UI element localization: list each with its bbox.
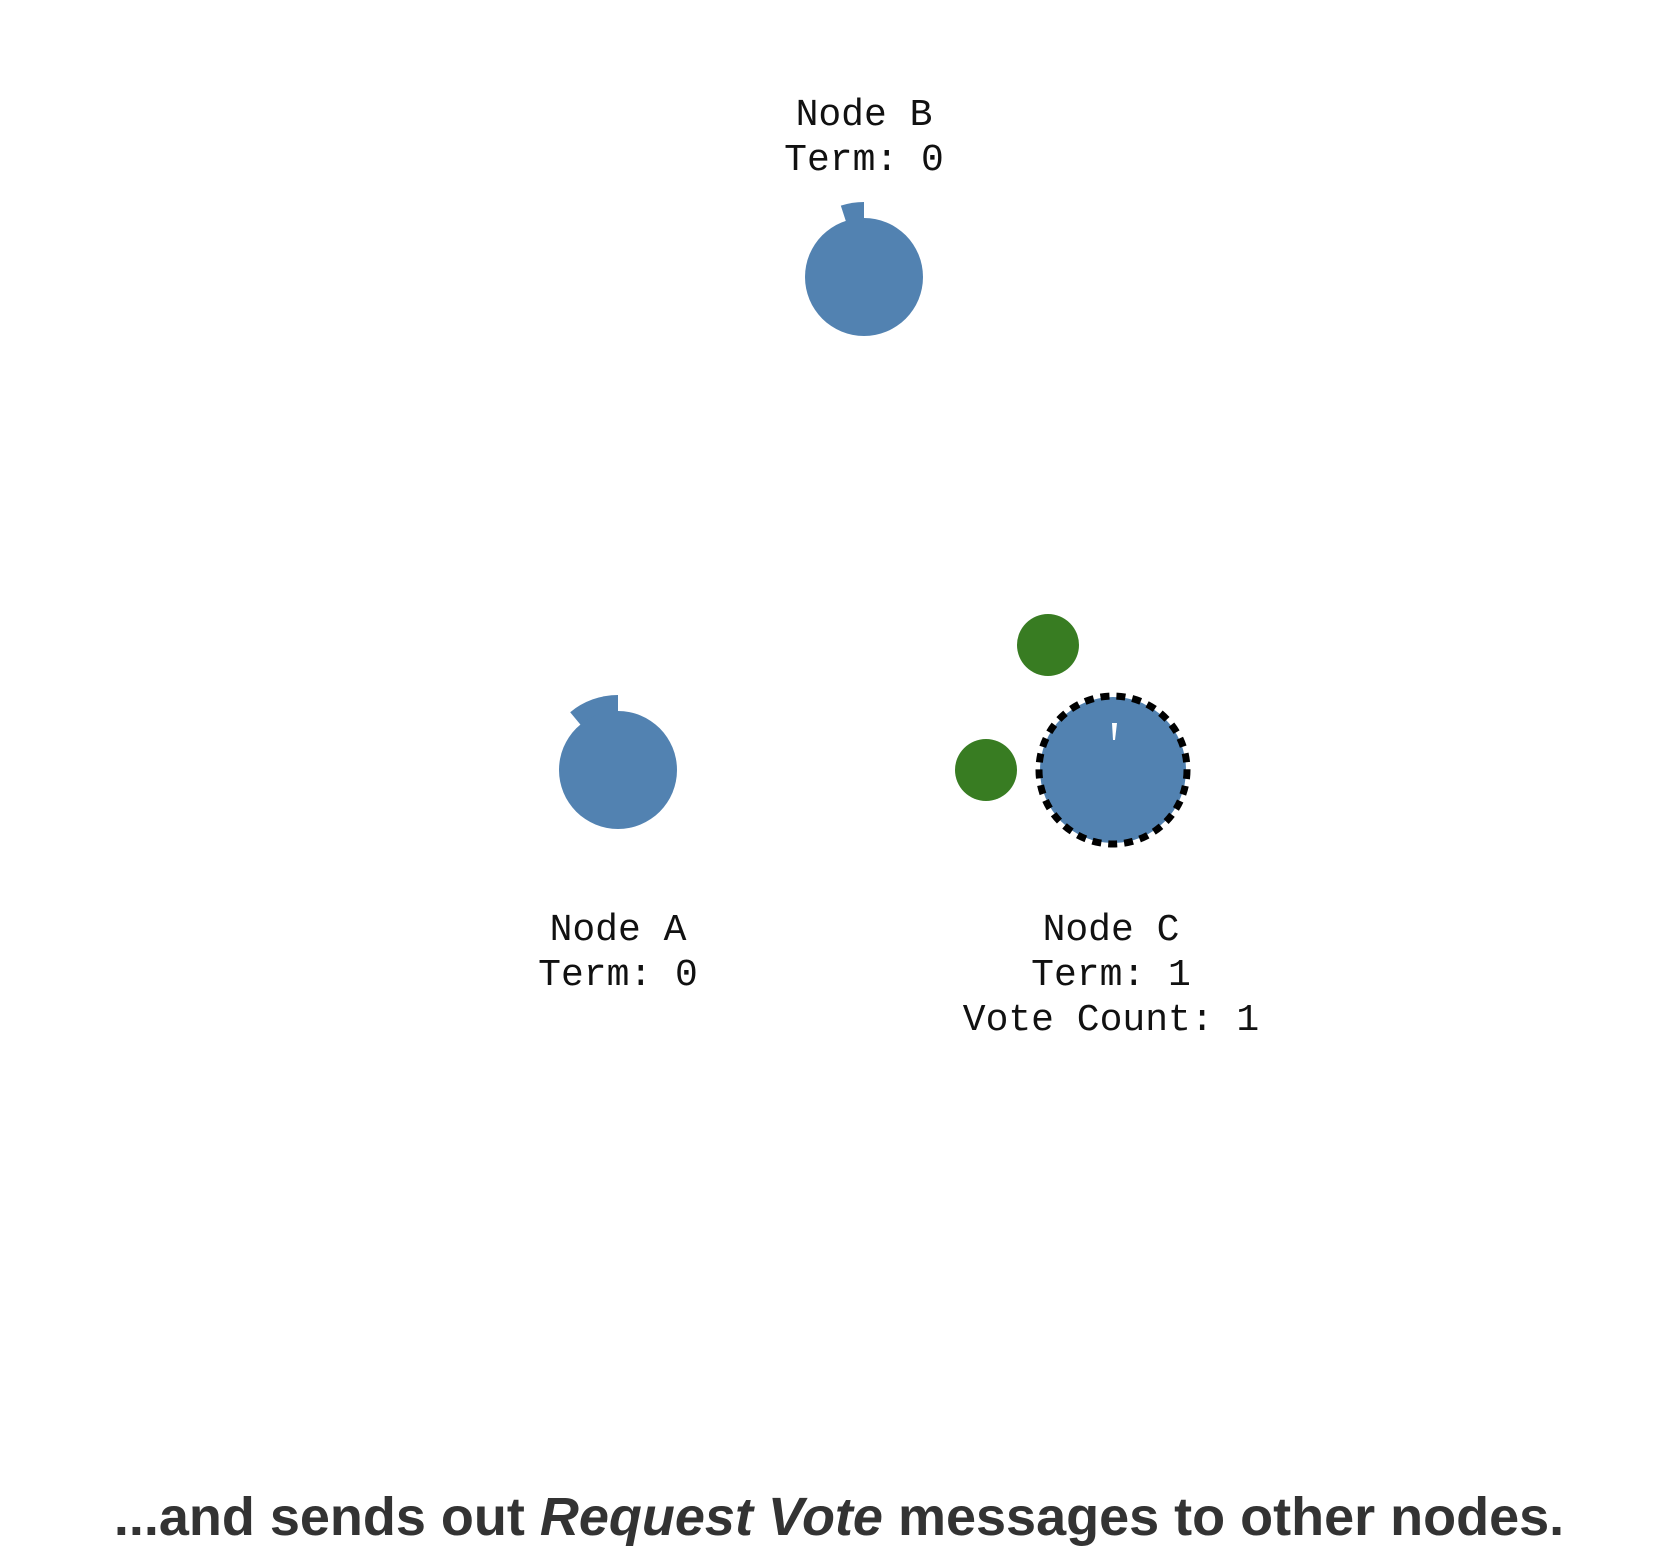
caption-after: messages to other nodes.	[882, 1487, 1565, 1547]
caption-before: ...and sends out	[113, 1487, 540, 1547]
node-c: Node C Term: 1 Vote Count: 1	[963, 692, 1259, 1042]
node-b-term: Term: 0	[784, 139, 944, 182]
node-a-name: Node A	[550, 909, 687, 952]
caption-emphasis: Request Vote	[539, 1487, 883, 1547]
request-vote-message-to-b	[1017, 614, 1079, 676]
node-a: Node A Term: 0	[538, 695, 698, 997]
node-c-candidate-ring	[1035, 692, 1191, 848]
node-b: Node B Term: 0	[784, 94, 944, 336]
node-a-term: Term: 0	[538, 954, 698, 997]
node-c-circle	[1040, 697, 1186, 843]
node-c-vote-count: Vote Count: 1	[963, 999, 1259, 1042]
node-b-name: Node B	[796, 94, 933, 137]
request-vote-message-to-a	[955, 739, 1017, 801]
node-c-timer-tick	[1112, 723, 1117, 740]
node-a-circle	[559, 711, 677, 829]
node-b-circle	[805, 218, 923, 336]
node-c-term: Term: 1	[1031, 954, 1191, 997]
step-caption: ...and sends out Request Vote messages t…	[0, 1485, 1678, 1549]
node-c-name: Node C	[1043, 909, 1180, 952]
